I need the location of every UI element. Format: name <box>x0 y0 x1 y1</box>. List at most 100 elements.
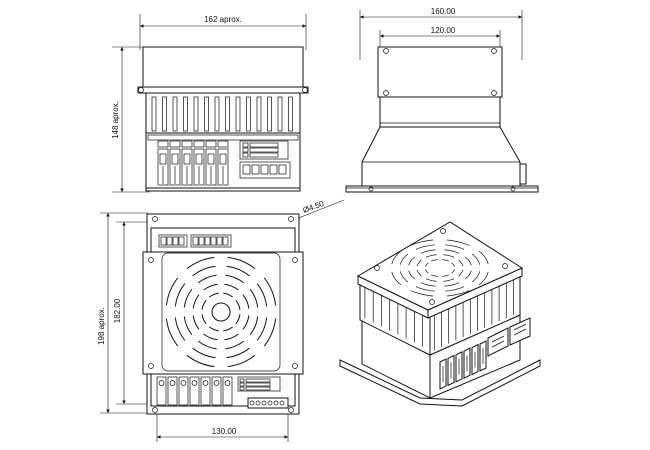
heatsink-fin <box>246 96 251 132</box>
fan-grill-arc <box>223 326 234 332</box>
fan-grill-arc <box>201 314 207 325</box>
terminal-block <box>189 376 200 406</box>
iso-fan-grill <box>391 239 489 297</box>
fan-grill-arc <box>192 294 200 309</box>
mounting-holes <box>152 216 294 413</box>
heatsink-fin <box>183 96 188 132</box>
heatsink-fins <box>151 96 293 132</box>
iso-fan-arc <box>410 239 434 246</box>
fan-grill-arc <box>183 316 193 336</box>
iso-fan-arc <box>443 278 455 282</box>
terminal-label-plate <box>157 140 169 148</box>
plan-inner-height-label: 182.00 <box>113 298 122 323</box>
terminal-block <box>211 376 222 406</box>
iso-fan-arc <box>420 282 436 287</box>
terminal-block <box>167 376 178 406</box>
iso-fan-arc <box>465 256 472 266</box>
fan-grill-arc <box>183 288 193 308</box>
fan-grill-arc <box>242 315 250 330</box>
terminal-block <box>181 148 193 186</box>
iso-fan-arc <box>446 290 470 297</box>
iso-fan-arc <box>471 253 481 265</box>
front-terminal-blocks <box>157 140 229 186</box>
terminal-screw <box>158 380 165 386</box>
fan-grill-arc <box>249 316 259 336</box>
iso-fan-arc <box>431 259 439 262</box>
hole-diameter-leader <box>295 199 345 220</box>
plan-top-terminals <box>158 234 232 248</box>
heatsink-fin <box>193 96 199 132</box>
plan-view: Ø4.50 198 aprox. 182.00 130.00 <box>97 199 345 442</box>
iso-fan-arc <box>415 286 435 292</box>
isometric-view <box>339 221 541 407</box>
terminal-block <box>200 376 211 406</box>
iso-heatsink-fins <box>364 278 514 351</box>
fan-grill-arc <box>197 340 217 350</box>
fan-hub <box>211 302 231 322</box>
iso-fan-arc <box>415 244 435 250</box>
side-inner-width-label: 120.00 <box>431 26 456 35</box>
iso-fan-arc <box>451 262 455 267</box>
front-heatsink <box>145 92 301 134</box>
iso-base-flange <box>339 359 541 407</box>
iso-fan-arc <box>458 269 464 277</box>
iso-fan-arc <box>443 254 455 258</box>
terminal-label-plate <box>217 140 229 148</box>
fan-grill-arc <box>192 315 200 330</box>
hole-diameter-label: Ø4.50 <box>302 199 326 215</box>
terminal-screw-slot <box>219 153 227 165</box>
side-view: 160.00 120.00 <box>345 7 539 193</box>
heatsink-fin <box>172 96 178 132</box>
terminal-screw <box>202 380 209 386</box>
iso-fan-arc <box>445 244 465 250</box>
iso-fan-arc <box>478 271 489 286</box>
iso-fan-arc <box>425 269 429 274</box>
fan-grill-arc <box>224 283 239 291</box>
iso-fan-arc <box>444 249 460 254</box>
heatsink-fin <box>162 96 167 132</box>
fan-grill-arc <box>208 326 219 332</box>
fan-grill-arc <box>224 333 239 341</box>
iso-side-connectors <box>487 317 531 357</box>
iso-fan-arc <box>420 249 436 254</box>
iso-fan-arc <box>446 239 470 246</box>
fan-grill-arc <box>263 318 277 347</box>
terminal-screw <box>224 380 231 386</box>
terminal-screw-slot <box>159 153 167 165</box>
fan-grill-arc <box>174 317 186 341</box>
iso-fan-arc <box>458 259 464 267</box>
iso-fan-arc <box>416 269 422 277</box>
fan-grill-arc <box>225 340 245 350</box>
fan-grill-arc <box>192 265 216 277</box>
fan-grill-arc <box>256 317 268 341</box>
fan-grill-arc <box>256 283 268 307</box>
terminal-screw-slot <box>183 153 191 165</box>
terminal-block <box>205 148 217 186</box>
iso-fan-arc <box>425 278 437 282</box>
plan-cover <box>142 251 304 375</box>
iso-fan-arc <box>471 271 481 283</box>
fan-grill-arc <box>227 256 256 270</box>
iso-fan-arc <box>445 286 465 292</box>
terminal-screw <box>180 380 187 386</box>
iso-fan-arc <box>441 274 449 277</box>
terminal-label-plate <box>205 140 217 148</box>
terminal-screw-slot <box>195 153 203 165</box>
fan-grill-arc <box>263 277 277 306</box>
terminal-block <box>156 376 167 406</box>
plan-width-label: 130.00 <box>212 427 237 436</box>
front-view: 162 aprox. 148 aprox. <box>111 14 309 193</box>
terminal-screw-slot <box>207 153 215 165</box>
plan-bottom-terminals <box>156 376 233 406</box>
iso-fan-arc <box>478 250 489 265</box>
terminal-screw <box>169 380 176 386</box>
plan-outer-height-label: 198 aprox. <box>97 307 106 345</box>
iso-fan-arc <box>391 250 402 265</box>
heatsink-fin <box>267 96 272 132</box>
fan-grill-arc <box>235 314 241 325</box>
heatsink-fin <box>288 96 293 132</box>
fan-grill-arc <box>226 347 250 359</box>
fan-grill-arc <box>235 299 241 310</box>
terminal-block <box>193 148 205 186</box>
plan-bottom-connectors <box>237 376 289 409</box>
